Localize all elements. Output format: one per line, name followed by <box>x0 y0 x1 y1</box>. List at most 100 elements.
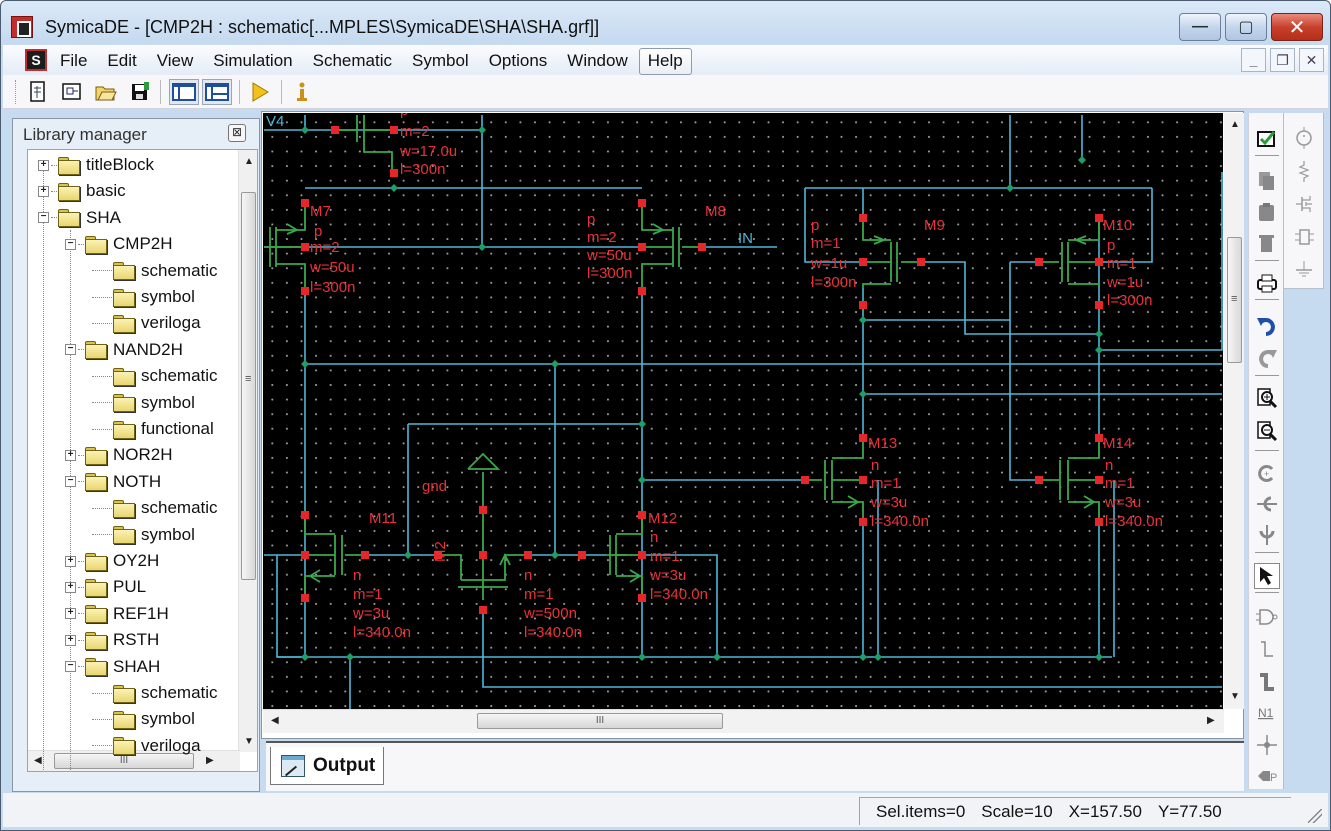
library-tree-scroll-thumb[interactable]: ≡ <box>241 192 256 580</box>
menu-simulation[interactable]: Simulation <box>213 51 293 70</box>
minimize-button[interactable]: — <box>1179 13 1221 41</box>
flip-button[interactable] <box>1254 522 1280 548</box>
copy-button[interactable] <box>1254 168 1280 194</box>
pin-button[interactable]: P <box>1254 763 1280 789</box>
library-tree-vertical-scrollbar[interactable]: ▲ ≡ ▼ <box>238 150 257 752</box>
ground-component-button[interactable] <box>1291 257 1317 283</box>
close-button[interactable]: ✕ <box>1271 13 1323 41</box>
expand-icon[interactable]: + <box>38 159 49 171</box>
app-icon[interactable] <box>11 16 33 38</box>
zoom-out-button[interactable] <box>1254 418 1280 444</box>
menu-schematic[interactable]: Schematic <box>312 51 392 70</box>
canvas-vscroll-thumb[interactable]: ≡ <box>1227 237 1242 363</box>
save-button[interactable] <box>127 79 153 105</box>
mdi-close-button[interactable]: ✕ <box>1299 48 1324 72</box>
library-manager-close-button[interactable]: ⊠ <box>228 124 246 142</box>
tree-item-veriloga[interactable]: veriloga <box>92 310 201 336</box>
run-simulation-button[interactable] <box>247 79 273 105</box>
scroll-down-arrow-icon[interactable]: ▼ <box>1230 691 1240 702</box>
wire-button[interactable] <box>1254 636 1280 662</box>
expand-icon[interactable]: + <box>65 555 76 567</box>
expand-icon[interactable]: + <box>65 449 76 461</box>
open-button[interactable] <box>93 79 119 105</box>
expand-icon[interactable]: + <box>65 634 76 646</box>
tree-item-shah[interactable]: −SHAH <box>65 654 160 680</box>
canvas-hscroll-thumb[interactable]: III <box>477 713 723 729</box>
collapse-icon[interactable]: − <box>38 212 49 224</box>
expand-icon[interactable]: + <box>38 185 49 197</box>
collapse-icon[interactable]: − <box>65 476 76 488</box>
tree-item-schematic[interactable]: schematic <box>92 495 218 521</box>
net-name-button[interactable]: N1 <box>1254 700 1280 726</box>
menu-symbol[interactable]: Symbol <box>412 51 469 70</box>
scroll-down-arrow-icon[interactable]: ▼ <box>244 736 254 747</box>
scroll-up-arrow-icon[interactable]: ▲ <box>244 156 254 167</box>
tree-item-schematic[interactable]: schematic <box>92 363 218 389</box>
tree-item-titleblock[interactable]: +titleBlock <box>38 152 154 178</box>
tree-item-nor2h[interactable]: +NOR2H <box>65 442 173 468</box>
junction-button[interactable] <box>1254 732 1280 758</box>
scroll-left-arrow-icon[interactable]: ◀ <box>271 715 279 726</box>
tree-item-symbol[interactable]: symbol <box>92 284 195 310</box>
tree-item-veriloga[interactable]: veriloga <box>92 733 201 759</box>
new-schematic-button[interactable] <box>25 79 51 105</box>
transistor-component-button[interactable] <box>1291 191 1317 217</box>
toggle-output-panel-button[interactable] <box>202 79 232 105</box>
menu-file[interactable]: File <box>60 51 88 70</box>
subcircuit-component-button[interactable] <box>1291 224 1317 250</box>
collapse-icon[interactable]: − <box>65 238 76 250</box>
scroll-right-arrow-icon[interactable]: ▶ <box>206 755 214 766</box>
schematic-canvas[interactable]: V4INgndpm=2w=17.0ul=300nM7pm=2w=50ul=300… <box>263 113 1223 709</box>
mirror-button[interactable] <box>1254 491 1280 517</box>
redo-button[interactable] <box>1254 343 1280 369</box>
resistor-component-button[interactable] <box>1291 158 1317 184</box>
undo-button[interactable] <box>1254 311 1280 337</box>
new-symbol-button[interactable] <box>59 79 85 105</box>
menu-edit[interactable]: Edit <box>107 51 137 70</box>
rotate-button[interactable]: + <box>1254 460 1280 486</box>
menu-help[interactable]: Help <box>638 48 692 75</box>
delete-button[interactable] <box>1254 230 1280 256</box>
canvas-horizontal-scrollbar[interactable]: ◀ III ▶ <box>263 709 1224 733</box>
scroll-right-arrow-icon[interactable]: ▶ <box>1207 715 1215 726</box>
tree-item-ref1h[interactable]: +REF1H <box>65 601 169 627</box>
check-button[interactable] <box>1254 127 1280 153</box>
menu-window[interactable]: Window <box>567 51 628 70</box>
tree-item-oy2h[interactable]: +OY2H <box>65 548 159 574</box>
mdi-minimize-button[interactable]: _ <box>1241 48 1266 72</box>
tree-item-symbol[interactable]: symbol <box>92 522 195 548</box>
document-menu-icon[interactable]: S <box>25 49 47 71</box>
zoom-in-button[interactable] <box>1254 385 1280 411</box>
source-component-button[interactable] <box>1291 125 1317 151</box>
paste-button[interactable] <box>1254 199 1280 225</box>
canvas-vertical-scrollbar[interactable]: ▲ ≡ ▼ <box>1224 113 1244 709</box>
tree-item-pul[interactable]: +PUL <box>65 574 146 600</box>
tree-item-functional[interactable]: functional <box>92 416 214 442</box>
expand-icon[interactable]: + <box>65 581 76 593</box>
scroll-left-arrow-icon[interactable]: ◀ <box>34 755 42 766</box>
tree-item-cmp2h[interactable]: −CMP2H <box>65 231 173 257</box>
tree-item-schematic[interactable]: schematic <box>92 680 218 706</box>
collapse-icon[interactable]: − <box>65 661 76 673</box>
bus-button[interactable] <box>1254 669 1280 695</box>
tree-item-noth[interactable]: −NOTH <box>65 469 161 495</box>
print-button[interactable] <box>1254 271 1280 297</box>
tree-item-sha[interactable]: −SHA <box>38 205 121 231</box>
tree-item-symbol[interactable]: symbol <box>92 390 195 416</box>
menu-options[interactable]: Options <box>488 51 548 70</box>
add-gate-button[interactable] <box>1254 604 1280 630</box>
scroll-up-arrow-icon[interactable]: ▲ <box>1230 119 1240 130</box>
resize-grip[interactable] <box>1308 809 1322 823</box>
toolbar-grip[interactable] <box>15 80 18 104</box>
maximize-button[interactable]: ▢ <box>1225 13 1267 41</box>
toggle-library-panel-button[interactable] <box>169 79 199 105</box>
menu-view[interactable]: View <box>156 51 194 70</box>
tree-item-schematic[interactable]: schematic <box>92 258 218 284</box>
tree-item-rsth[interactable]: +RSTH <box>65 627 159 653</box>
info-button[interactable] <box>289 79 315 105</box>
tree-item-nand2h[interactable]: −NAND2H <box>65 337 183 363</box>
output-tab[interactable]: Output <box>270 747 384 785</box>
tree-item-basic[interactable]: +basic <box>38 178 126 204</box>
mdi-restore-button[interactable]: ❐ <box>1270 48 1295 72</box>
tree-item-symbol[interactable]: symbol <box>92 706 195 732</box>
